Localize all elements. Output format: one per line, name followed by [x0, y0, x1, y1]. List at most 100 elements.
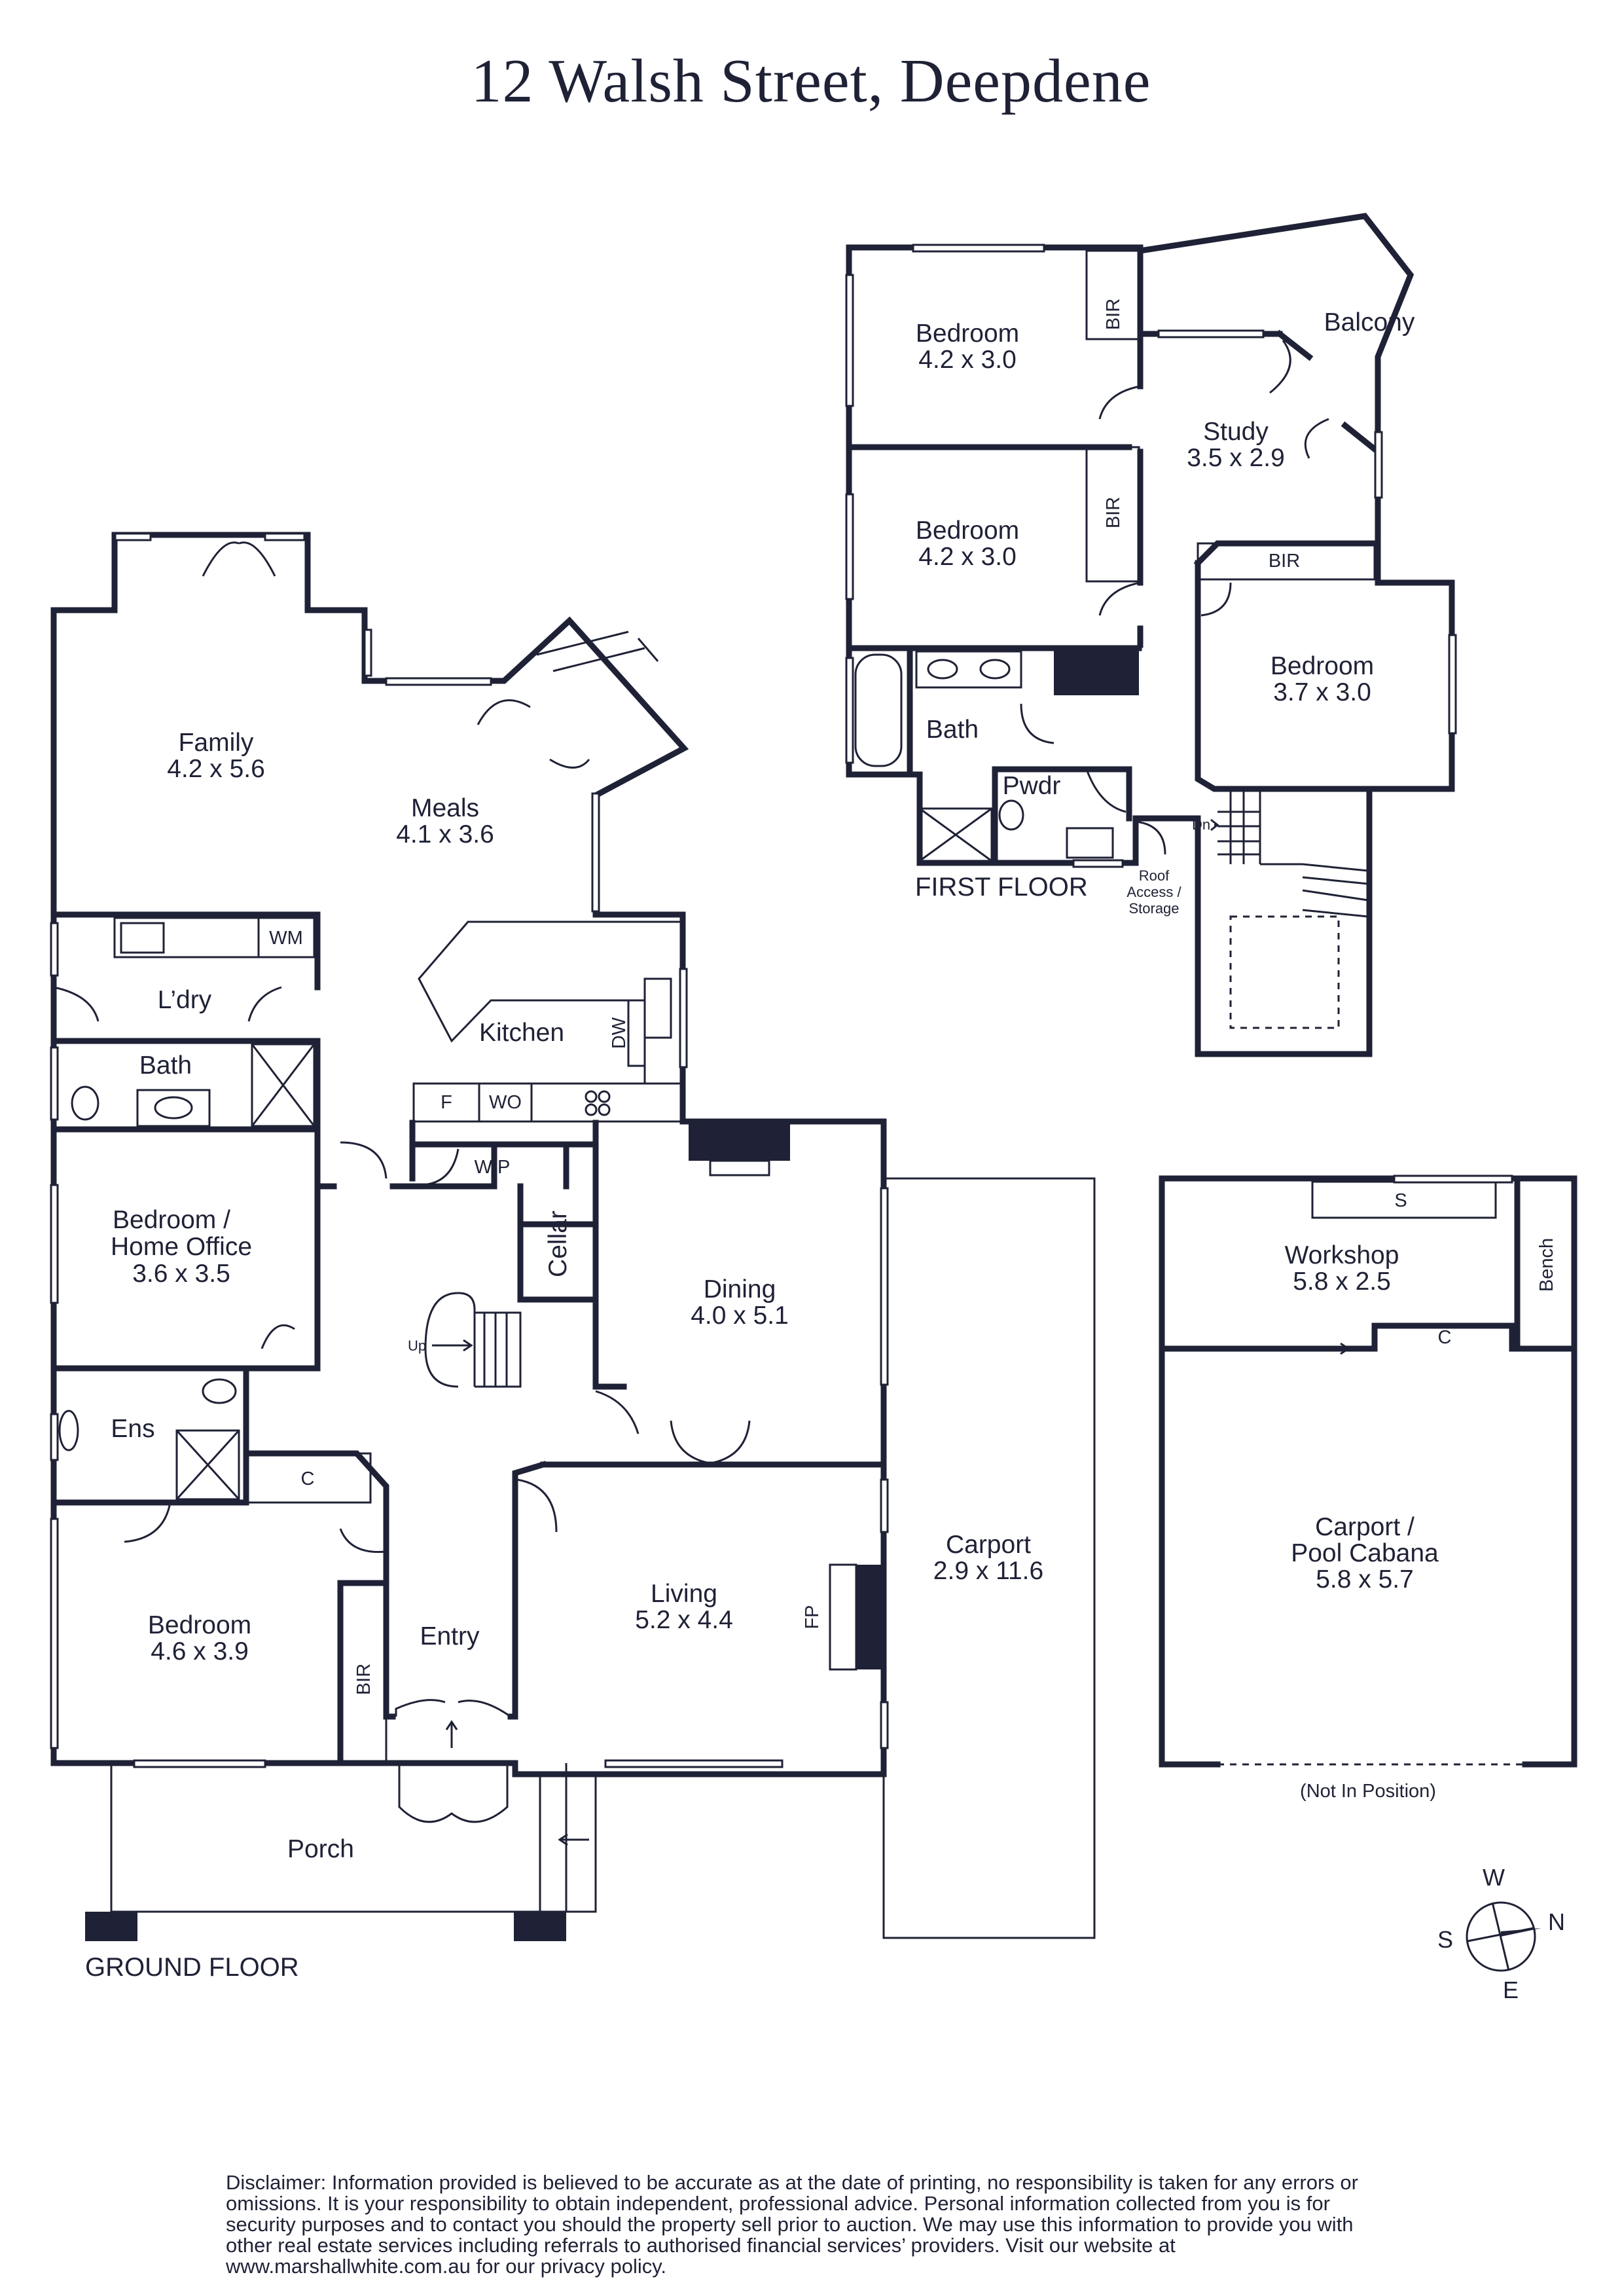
porch-label: Porch [287, 1835, 354, 1863]
window [1393, 1175, 1513, 1184]
dining-hall-door [595, 1390, 640, 1434]
floor-labels: GROUND FLOOR FIRST FLOOR (Not In Positio… [85, 873, 1436, 1982]
laundry-door [53, 986, 282, 1022]
bath-wall [907, 645, 1132, 866]
bir-first-3-label: BIR [1269, 551, 1300, 572]
office-door [261, 1324, 295, 1349]
bath-basin [927, 659, 958, 680]
entry-label: Entry [420, 1622, 480, 1650]
window [845, 274, 854, 407]
bath-basin [979, 659, 1011, 680]
bedroom-f1-label: Bedroom [916, 319, 1019, 348]
fixture-labels: WM DW F WO WIP FP BIR C Up BIR BIR BIR D… [269, 299, 1557, 1695]
cooktop-burner [598, 1103, 611, 1116]
family-dims: 4.2 x 5.6 [167, 755, 265, 783]
ground-floor-label: GROUND FLOOR [85, 1953, 299, 1982]
laundry-label: L’dry [158, 986, 212, 1014]
family-label: Family [179, 729, 254, 757]
bath-vanity [915, 650, 1022, 689]
ground-basin [154, 1096, 193, 1120]
dn-label: Dn [1192, 816, 1210, 833]
compass-n: N [1548, 1908, 1565, 1935]
window [1072, 859, 1124, 868]
entry-wall-right [507, 1461, 547, 1720]
bedroom-ground-dims: 4.6 x 3.9 [151, 1637, 249, 1666]
porch-step-arrow [558, 1833, 589, 1846]
living-label: Living [651, 1580, 717, 1608]
cooktop-bench [530, 1082, 685, 1123]
dishwasher [627, 999, 646, 1067]
window [385, 677, 492, 686]
cooktop-burner [598, 1090, 611, 1103]
carport-dims: 2.9 x 11.6 [933, 1557, 1043, 1585]
cooktop-burner [585, 1103, 598, 1116]
shower-cross [251, 1044, 315, 1127]
window [50, 1184, 59, 1304]
window [1448, 634, 1457, 735]
bedroom-f2-dims: 4.2 x 3.0 [918, 543, 1017, 571]
ensuite-label: Ens [111, 1415, 154, 1443]
window [50, 922, 59, 977]
balcony-label: Balcony [1324, 308, 1415, 337]
workshop-c-label: C [1438, 1327, 1452, 1348]
cooktop-burner [585, 1090, 598, 1103]
ground-bir-cupboard [339, 1582, 387, 1764]
cabana-dashed-opening [1162, 1358, 1525, 1766]
shower-cross [919, 807, 992, 862]
porch-step [539, 1773, 597, 1913]
meals-deck-lines [536, 630, 659, 672]
compass-s: S [1437, 1926, 1453, 1953]
workshop-dims: 5.8 x 2.5 [1293, 1267, 1391, 1296]
porch-post-left [85, 1912, 137, 1941]
window [880, 1701, 889, 1749]
cabana-dims: 5.8 x 5.7 [1316, 1565, 1414, 1594]
entry-arrow [445, 1720, 458, 1748]
up-arrow-head [463, 1339, 473, 1352]
meals-label: Meals [411, 794, 479, 822]
ground-toilet [71, 1085, 99, 1121]
bedroom-door [339, 1528, 387, 1554]
pwdr-toilet [998, 799, 1024, 831]
cabana-label-1: Carport / [1315, 1513, 1415, 1541]
ground-stair [424, 1292, 522, 1388]
bench-label: Bench [1536, 1238, 1557, 1292]
bedroom-f3-dims: 3.7 x 3.0 [1273, 678, 1371, 706]
bir-first-2-label: BIR [1103, 497, 1124, 528]
window [1374, 431, 1383, 499]
compass-labels: W N S E [1437, 1864, 1565, 2003]
window [845, 493, 854, 600]
study-dims: 3.5 x 2.9 [1187, 444, 1285, 472]
dw-label: DW [609, 1017, 630, 1049]
laundry-tub [120, 922, 165, 954]
living-dining-wall [540, 1120, 887, 1468]
bir-cupboard-2 [1085, 446, 1140, 583]
bedroom-f1-dims: 4.2 x 3.0 [918, 346, 1017, 374]
roof-access-line1: Roof [1139, 867, 1170, 884]
balcony-wall [1275, 329, 1382, 456]
porch-post-right [514, 1912, 566, 1941]
ground-exterior-wall [50, 532, 887, 1777]
workshop-label: Workshop [1285, 1241, 1399, 1269]
bath-tub [854, 653, 903, 767]
first-floor-label: FIRST FLOOR [915, 873, 1088, 902]
study-label: Study [1203, 418, 1269, 446]
living-door [516, 1478, 558, 1533]
bedroom-f2-label: Bedroom [916, 517, 1019, 545]
ground-bay-wall [111, 532, 311, 613]
first-chimney [1054, 648, 1139, 695]
room-labels: Family 4.2 x 5.6 Meals 4.1 x 3.6 Kitchen… [111, 308, 1439, 1863]
window [880, 1478, 889, 1533]
first-floor-plan [845, 213, 1457, 1057]
stair-curve [424, 1292, 476, 1388]
compass-w: W [1483, 1864, 1505, 1891]
wall-oven-label: WO [489, 1092, 522, 1113]
office-dims: 3.6 x 3.5 [132, 1260, 230, 1288]
c-cupboard-wall [243, 1450, 389, 1506]
hearth [829, 1563, 857, 1671]
compass-needle [1491, 1902, 1510, 1971]
powder-label: Pwdr [1003, 772, 1061, 800]
window [50, 1518, 59, 1749]
window [114, 532, 152, 541]
not-in-position-note: (Not In Position) [1300, 1781, 1436, 1802]
